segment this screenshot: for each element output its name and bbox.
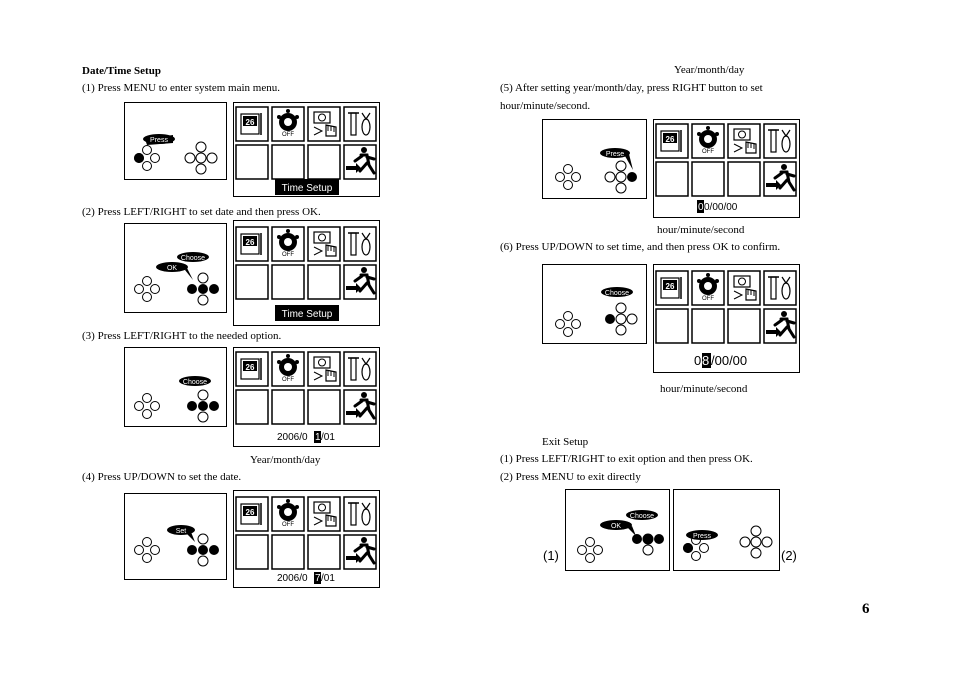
press-bubble [686, 530, 718, 540]
menu-button-pressed-icon [134, 153, 144, 163]
time-value-rest: 0/00/00 [704, 202, 738, 213]
buttons-panel-step6: Choose [542, 264, 647, 344]
press-label: Press [150, 137, 168, 144]
screen-date-edit-3: 26 OFF 2006/0 1 /01 [233, 347, 380, 447]
time-value-first: 0 [694, 353, 701, 368]
step-5-text: (5) After setting year/month/day, press … [500, 82, 763, 94]
dpad-icon [555, 311, 581, 337]
exit-panel-1: Choose OK [565, 489, 670, 571]
ok-bubble [156, 262, 188, 272]
menu-button-pressed-icon [683, 543, 693, 553]
time-cursor: 0 [698, 202, 704, 213]
date-cursor: 1 [315, 432, 321, 443]
choose-label: Choose [605, 290, 629, 297]
calendar-icon: 26 [246, 363, 255, 372]
dpad-icon [134, 393, 160, 419]
choose-bubble [601, 287, 633, 297]
off-label: OFF [282, 522, 294, 528]
off-label: OFF [282, 132, 294, 138]
caption-year-month-day: Year/month/day [250, 454, 321, 466]
dpad-icon [134, 537, 160, 563]
buttons-panel-step2: Choose OK [124, 223, 227, 313]
screen-time-edit-5: 26 OFF 0 0/00/00 [653, 119, 800, 218]
section-heading-date-time: Date/Time Setup [82, 65, 161, 77]
prese-bubble [600, 148, 630, 158]
ok-label: OK [611, 523, 621, 530]
step-4-text: (4) Press UP/DOWN to set the date. [82, 471, 242, 483]
nav-cluster-icon [184, 141, 218, 175]
time-setup-label: Time Setup [282, 183, 333, 194]
exit-figure-label-2: (2) [781, 548, 797, 563]
choose-label: Choose [181, 255, 205, 262]
set-bubble [167, 525, 195, 535]
press-bubble [143, 134, 175, 144]
choose-bubble [179, 376, 211, 386]
time-setup-label: Time Setup [282, 309, 333, 320]
calendar-icon: 26 [246, 238, 255, 247]
caption-year-month-day-top: Year/month/day [674, 64, 745, 76]
buttons-panel-step4: Set [124, 493, 227, 580]
choose-label: Choose [630, 513, 654, 520]
set-label: Set [176, 528, 187, 535]
prese-label: Prese [606, 151, 624, 158]
exit-step-1-text: (1) Press LEFT/RIGHT to exit option and … [500, 453, 753, 465]
buttons-panel-step3: Choose [124, 347, 227, 427]
date-value-suffix: /01 [321, 432, 335, 443]
step-1-text: (1) Press MENU to enter system main menu… [82, 82, 280, 94]
buttons-panel-step5: Prese [542, 119, 647, 199]
calendar-icon: 26 [666, 282, 675, 291]
screen-date-edit-4: 26 OFF 2006/0 7 /01 [233, 490, 380, 588]
off-label: OFF [282, 377, 294, 383]
step-3-text: (3) Press LEFT/RIGHT to the needed optio… [82, 330, 282, 342]
caption-hour-minute-second-5: hour/minute/second [657, 224, 745, 236]
caption-hour-minute-second-6: hour/minute/second [660, 383, 748, 395]
dpad-icon [555, 164, 581, 190]
dpad-icon [134, 276, 160, 302]
off-label: OFF [282, 252, 294, 258]
dpad-icon [577, 537, 603, 563]
ok-bubble [600, 520, 632, 530]
ok-label: OK [167, 265, 177, 272]
calendar-icon: 26 [246, 118, 255, 127]
date-value-prefix: 2006/0 [277, 573, 308, 584]
step-2-text: (2) Press LEFT/RIGHT to set date and the… [82, 206, 321, 218]
calendar-icon: 26 [246, 508, 255, 517]
calendar-icon: 26 [666, 135, 675, 144]
screen-time-edit-6: 26 OFF 0 8 /00/00 [653, 264, 800, 373]
date-value-prefix: 2006/0 [277, 432, 308, 443]
time-value-rest: /00/00 [711, 353, 747, 368]
exit-figure-label-1: (1) [543, 548, 559, 563]
section-heading-exit: Exit Setup [542, 436, 589, 448]
time-cursor: 8 [702, 353, 709, 368]
press-label: Press [693, 533, 711, 540]
off-label: OFF [702, 296, 714, 302]
exit-step-2-text: (2) Press MENU to exit directly [500, 471, 641, 483]
page-number: 6 [862, 601, 870, 617]
date-cursor: 7 [315, 573, 321, 584]
screen-main-menu-2: 26 OFF Time Setup [233, 220, 380, 326]
exit-panel-2: Press [673, 489, 780, 571]
nav-cluster-icon [739, 525, 773, 559]
step-6-text: (6) Press UP/DOWN to set time, and then … [500, 241, 781, 253]
off-label: OFF [702, 149, 714, 155]
screen-main-menu-1: 26 OFF Time Setup [233, 102, 380, 197]
date-value-suffix: /01 [321, 573, 335, 584]
choose-bubble [177, 252, 209, 262]
step-5-text-cont: hour/minute/second. [500, 100, 591, 112]
choose-bubble [626, 510, 658, 520]
choose-label: Choose [183, 379, 207, 386]
buttons-panel-step1: Press [124, 102, 227, 180]
